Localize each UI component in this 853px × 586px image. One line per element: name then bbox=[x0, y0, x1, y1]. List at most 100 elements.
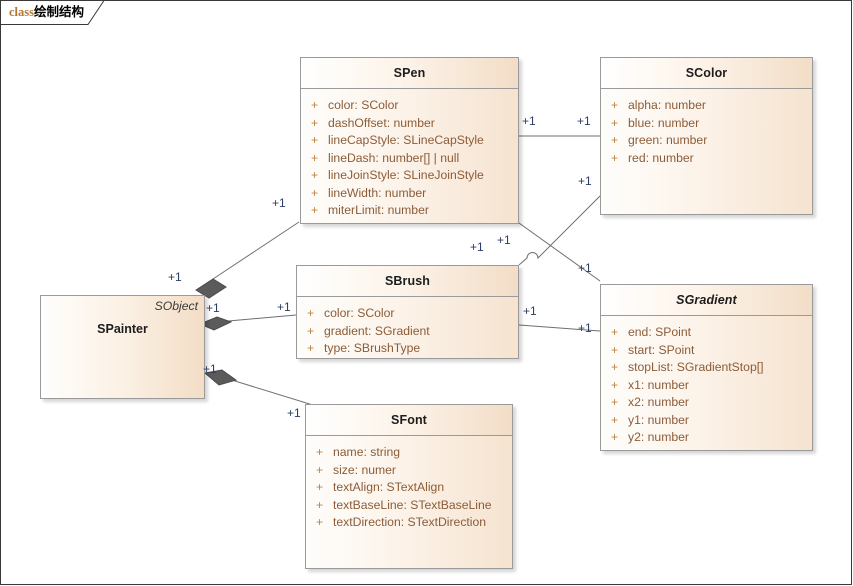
visibility-marker: + bbox=[306, 306, 315, 320]
edge-painter-pen bbox=[212, 221, 300, 280]
class-title-sgradient: SGradient bbox=[676, 293, 737, 307]
class-header-scolor: SColor bbox=[601, 58, 812, 89]
attribute-signature: y1: number bbox=[628, 412, 689, 427]
class-attributes-sfont: + name: string + size: numer + textAlign… bbox=[306, 436, 512, 538]
class-box-scolor[interactable]: SColor + alpha: number + blue: number + … bbox=[600, 57, 813, 215]
class-attributes-sgradient: + end: SPoint + start: SPoint + stopList… bbox=[601, 316, 812, 453]
visibility-marker: + bbox=[315, 480, 324, 494]
visibility-marker: + bbox=[610, 377, 619, 392]
attribute-row: + lineWidth: number bbox=[301, 185, 518, 203]
attribute-row: + x1: number bbox=[601, 377, 812, 395]
class-parent-label-spainter: SObject bbox=[154, 299, 198, 313]
class-header-spen: SPen bbox=[301, 58, 518, 89]
attribute-row: + alpha: number bbox=[601, 97, 812, 115]
class-attributes-scolor: + alpha: number + blue: number + green: … bbox=[601, 89, 812, 173]
multiplicity-brush-gradient: +1 bbox=[523, 304, 537, 318]
visibility-marker: + bbox=[315, 462, 324, 477]
visibility-marker: + bbox=[610, 395, 619, 409]
multiplicity-color-brush: +1 bbox=[578, 174, 592, 188]
attribute-signature: lineDash: number[] | null bbox=[328, 150, 460, 165]
class-title-spainter: SPainter bbox=[97, 322, 148, 336]
attribute-row: + start: SPoint bbox=[601, 342, 812, 360]
attribute-signature: lineWidth: number bbox=[328, 185, 427, 200]
multiplicity-painter-pen: +1 bbox=[168, 270, 182, 284]
visibility-marker: + bbox=[310, 168, 319, 182]
attribute-signature: dashOffset: number bbox=[328, 115, 435, 130]
visibility-marker: + bbox=[310, 185, 319, 200]
multiplicity-gradient-end: +1 bbox=[578, 261, 592, 275]
attribute-row: + textDirection: STextDirection bbox=[306, 514, 512, 532]
attribute-signature: size: numer bbox=[333, 462, 396, 477]
visibility-marker: + bbox=[310, 150, 319, 165]
multiplicity-gradient-pen: +1 bbox=[497, 233, 511, 247]
visibility-marker: + bbox=[610, 98, 619, 112]
visibility-marker: + bbox=[610, 115, 619, 130]
attribute-row: + size: numer bbox=[306, 462, 512, 480]
class-header-sbrush: SBrush bbox=[297, 266, 518, 297]
diagram-tab-label: class绘制结构 bbox=[9, 4, 84, 20]
class-title-sbrush: SBrush bbox=[384, 274, 431, 288]
attribute-row: + color: SColor bbox=[297, 305, 518, 323]
diagram-tab[interactable]: class绘制结构 bbox=[0, 0, 113, 25]
attribute-row: + name: string bbox=[306, 444, 512, 462]
class-header-sfont: SFont bbox=[306, 405, 512, 436]
class-box-spainter[interactable]: SObject SPainter bbox=[40, 295, 205, 399]
visibility-marker: + bbox=[610, 342, 619, 357]
visibility-marker: + bbox=[610, 133, 619, 147]
attribute-row: + lineCapStyle: SLineCapStyle bbox=[301, 132, 518, 150]
class-box-sfont[interactable]: SFont + name: string + size: numer + tex… bbox=[305, 404, 513, 569]
attribute-row: + gradient: SGradient bbox=[297, 323, 518, 341]
visibility-marker: + bbox=[315, 445, 324, 459]
multiplicity-pen-painter: +1 bbox=[272, 196, 286, 210]
multiplicity-font-painter: +1 bbox=[287, 406, 301, 420]
class-attributes-spen: + color: SColor + dashOffset: number + l… bbox=[301, 89, 518, 226]
visibility-marker: + bbox=[315, 515, 324, 529]
class-title-sfont: SFont bbox=[391, 413, 427, 427]
multiplicity-brush-color: +1 bbox=[470, 240, 484, 254]
attribute-signature: gradient: SGradient bbox=[324, 323, 430, 338]
visibility-marker: + bbox=[610, 150, 619, 165]
diagram-tab-keyword: class bbox=[9, 5, 34, 19]
class-box-spen[interactable]: SPen + color: SColor + dashOffset: numbe… bbox=[300, 57, 519, 224]
attribute-row: + lineDash: number[] | null bbox=[301, 150, 518, 168]
visibility-marker: + bbox=[310, 98, 319, 112]
visibility-marker: + bbox=[310, 115, 319, 130]
attribute-signature: color: SColor bbox=[324, 306, 395, 320]
class-title-scolor: SColor bbox=[685, 66, 728, 80]
visibility-marker: + bbox=[306, 323, 315, 338]
attribute-row: + stopList: SGradientStop[] bbox=[601, 359, 812, 377]
edge-brush-color bbox=[518, 195, 601, 266]
visibility-marker: + bbox=[610, 360, 619, 374]
attribute-row: + red: number bbox=[601, 150, 812, 168]
class-box-sbrush[interactable]: SBrush + color: SColor + gradient: SGrad… bbox=[296, 265, 519, 359]
multiplicity-color-pen: +1 bbox=[577, 114, 591, 128]
attribute-signature: textAlign: STextAlign bbox=[333, 480, 445, 494]
attribute-row: + lineJoinStyle: SLineJoinStyle bbox=[301, 167, 518, 185]
attribute-row: + green: number bbox=[601, 132, 812, 150]
visibility-marker: + bbox=[610, 412, 619, 427]
attribute-signature: textBaseLine: STextBaseLine bbox=[333, 497, 492, 512]
visibility-marker: + bbox=[315, 497, 324, 512]
attribute-signature: start: SPoint bbox=[628, 342, 695, 357]
attribute-row: + y2: number bbox=[601, 429, 812, 447]
attribute-row: + y1: number bbox=[601, 412, 812, 430]
visibility-marker: + bbox=[306, 341, 315, 355]
attribute-signature: textDirection: STextDirection bbox=[333, 515, 487, 529]
attribute-signature: end: SPoint bbox=[628, 325, 692, 339]
attribute-row: + end: SPoint bbox=[601, 324, 812, 342]
attribute-signature: y2: number bbox=[628, 430, 689, 444]
multiplicity-painter-brush: +1 bbox=[206, 301, 220, 315]
attribute-signature: green: number bbox=[628, 133, 708, 147]
attribute-signature: red: number bbox=[628, 150, 694, 165]
multiplicity-painter-font: +1 bbox=[203, 362, 217, 376]
visibility-marker: + bbox=[610, 325, 619, 339]
class-box-sgradient[interactable]: SGradient + end: SPoint + start: SPoint … bbox=[600, 284, 813, 451]
multiplicity-gradient-brush: +1 bbox=[578, 321, 592, 335]
edge-painter-brush bbox=[216, 314, 297, 323]
attribute-row: + textAlign: STextAlign bbox=[306, 479, 512, 497]
attribute-row: + textBaseLine: STextBaseLine bbox=[306, 497, 512, 515]
multiplicity-pen-color: +1 bbox=[522, 114, 536, 128]
class-header-sgradient: SGradient bbox=[601, 285, 812, 316]
class-title-spen: SPen bbox=[393, 66, 426, 80]
